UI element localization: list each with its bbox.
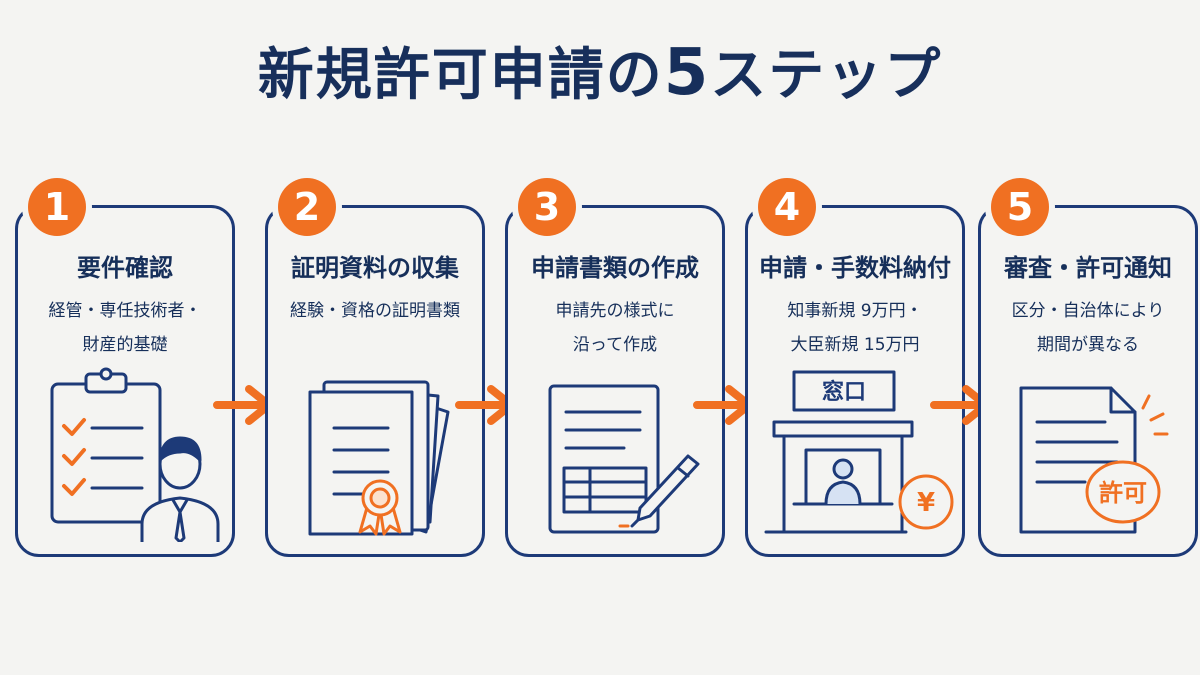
step-number-badge: 2 — [278, 178, 336, 236]
step-description-line: 財産的基礎 — [82, 335, 168, 355]
step-description-line: 経管・専任技術者・ — [48, 301, 202, 321]
step-card-2: 2 証明資料の収集 経験・資格の証明書類 — [265, 178, 485, 557]
step-description-line: 沿って作成 — [572, 335, 658, 355]
clipboard-checklist-person-icon — [50, 367, 220, 542]
step-title: 申請・手数料納付 — [759, 254, 951, 282]
step-description: 申請先の様式に 沿って作成 — [508, 294, 722, 362]
approved-stamp-document-icon: 許可 — [1019, 386, 1169, 534]
yen-coin-label: ¥ — [917, 488, 935, 518]
step-description: 経験・資格の証明書類 — [268, 294, 482, 328]
counter-yen-icon: 窓口 ¥ — [764, 370, 954, 534]
step-number-badge: 4 — [758, 178, 816, 236]
step-description-line: 大臣新規 15万円 — [790, 335, 920, 355]
step-description-line: 経験・資格の証明書類 — [290, 301, 460, 321]
step-description-line: 知事新規 9万円・ — [787, 301, 923, 321]
step-card-1: 1 要件確認 経管・専任技術者・ 財産的基礎 — [15, 178, 235, 557]
step-description: 知事新規 9万円・ 大臣新規 15万円 — [748, 294, 962, 362]
step-description: 経管・専任技術者・ 財産的基礎 — [18, 294, 232, 362]
step-card-3: 3 申請書類の作成 申請先の様式に 沿って作成 — [505, 178, 725, 557]
step-description-line: 期間が異なる — [1037, 335, 1139, 355]
step-card-4: 4 申請・手数料納付 知事新規 9万円・ 大臣新規 15万円 窓口 ¥ — [745, 178, 965, 557]
counter-sign-label: 窓口 — [822, 379, 866, 405]
step-title: 審査・許可通知 — [1004, 254, 1172, 282]
certificate-documents-icon — [308, 380, 450, 536]
step-title: 証明資料の収集 — [291, 254, 459, 282]
page-title-suffix: ステップ — [710, 43, 943, 108]
step-number-badge: 5 — [991, 178, 1049, 236]
step-description: 区分・自治体により 期間が異なる — [981, 294, 1195, 362]
page-title-number: 5 — [663, 36, 711, 110]
page-title-text: 新規許可申請の — [257, 43, 664, 108]
step-card-5: 5 審査・許可通知 区分・自治体により 期間が異なる 許可 — [978, 178, 1198, 557]
step-number-badge: 1 — [28, 178, 86, 236]
form-pen-icon — [548, 384, 700, 534]
step-description-line: 申請先の様式に — [555, 301, 675, 321]
approval-stamp-label: 許可 — [1099, 479, 1147, 507]
step-title: 申請書類の作成 — [531, 254, 699, 282]
page-title: 新規許可申請の5ステップ — [0, 30, 1200, 111]
step-description-line: 区分・自治体により — [1011, 301, 1165, 321]
step-number-badge: 3 — [518, 178, 576, 236]
step-title: 要件確認 — [77, 254, 173, 282]
